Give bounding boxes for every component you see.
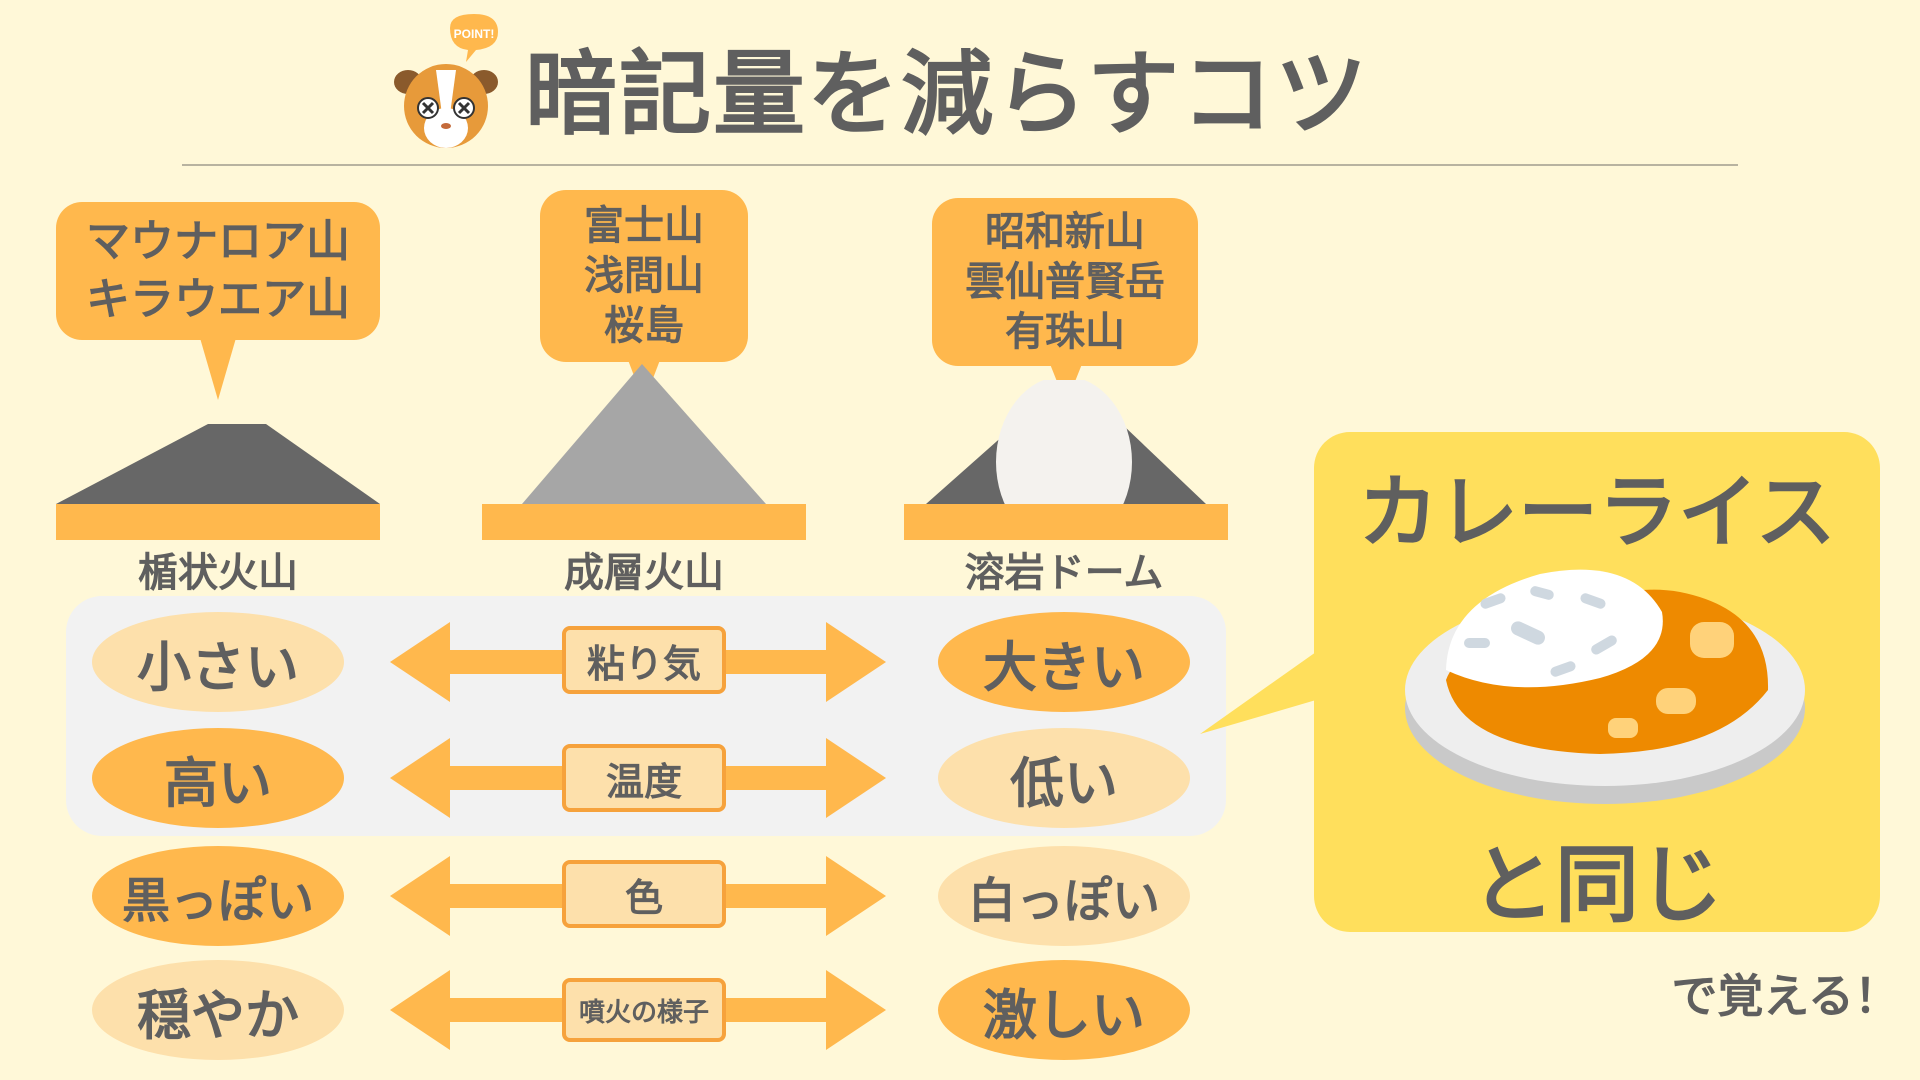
temperature-left-value: 高い: [92, 728, 344, 828]
viscosity-right-value: 大きい: [938, 612, 1190, 712]
page-title: 暗記量を減らすコツ: [525, 41, 1370, 148]
viscosity-left-value: 小さい: [92, 612, 344, 712]
strato-example-1: 富士山: [584, 203, 704, 249]
viscosity-property-label: 粘り気: [562, 626, 726, 694]
shield-volcano-shape: [56, 424, 380, 540]
color-property-label: 色: [562, 860, 726, 928]
eruption-right-value: 激しい: [938, 960, 1190, 1060]
mnemonic-top-text: カレーライス: [1358, 466, 1836, 559]
shield-volcano-name: 楯状火山: [138, 550, 298, 596]
dome-example-2: 雲仙普賢岳: [965, 259, 1165, 305]
shield-example-2: キラウエア山: [86, 274, 350, 325]
lava-dome-shape: [904, 380, 1228, 540]
strato-volcano-examples: 富士山 浅間山 桜島: [540, 190, 748, 362]
hamster-mascot-icon: POINT!: [388, 10, 508, 150]
strato-volcano-shape: [482, 364, 806, 540]
curry-rice-plate-icon: [1405, 569, 1805, 804]
color-right-value: 白っぽい: [938, 846, 1190, 946]
strato-volcano-name: 成層火山: [564, 550, 724, 596]
lava-dome-examples: 昭和新山 雲仙普賢岳 有珠山: [932, 198, 1198, 366]
shield-callout-pointer: [200, 338, 236, 400]
temperature-right-value: 低い: [938, 728, 1190, 828]
dome-example-3: 有珠山: [1005, 309, 1125, 355]
eruption-property-label: 噴火の様子: [562, 978, 726, 1042]
strato-example-3: 桜島: [604, 303, 684, 349]
dome-example-1: 昭和新山: [985, 209, 1145, 255]
temperature-property-label: 温度: [562, 744, 726, 812]
color-left-value: 黒っぽい: [92, 846, 344, 946]
shield-volcano-examples: マウナロア山 キラウエア山: [56, 202, 380, 340]
shield-example-1: マウナロア山: [86, 216, 350, 267]
mnemonic-bottom-text: と同じ: [1470, 836, 1723, 934]
eruption-left-value: 穏やか: [92, 960, 344, 1060]
title-divider: [182, 164, 1738, 166]
lava-dome-name: 溶岩ドーム: [964, 550, 1164, 596]
mnemonic-note: で覚える！: [1671, 969, 1900, 1023]
strato-example-2: 浅間山: [584, 253, 704, 299]
curry-callout-pointer: [1200, 652, 1316, 734]
point-badge-text: POINT!: [454, 27, 495, 41]
